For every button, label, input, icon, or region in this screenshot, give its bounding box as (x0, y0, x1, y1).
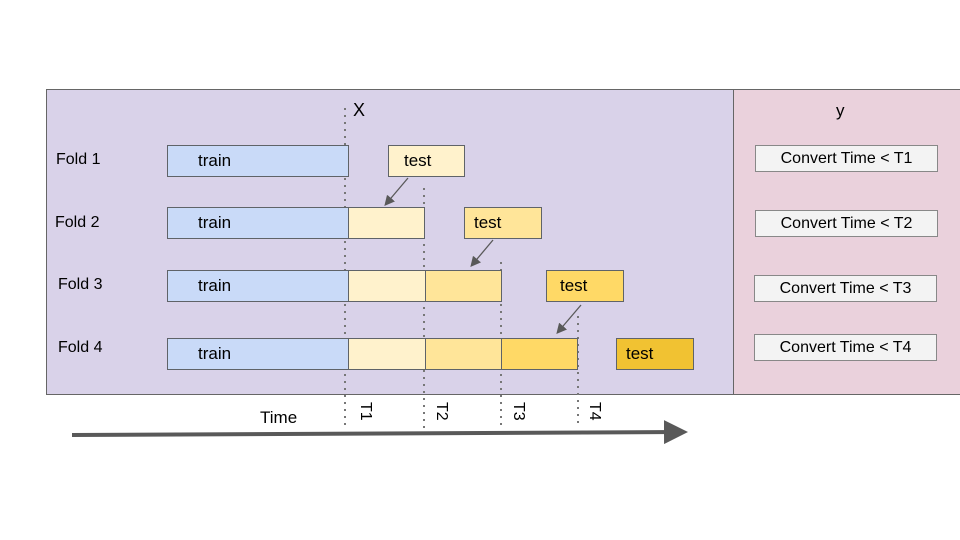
fold2-label: Fold 2 (55, 214, 100, 231)
fold3-test-bar: test (546, 270, 624, 302)
fold1-test-bar: test (388, 145, 465, 177)
fold2-test-arrow (470, 239, 494, 267)
time-axis-label: Time (260, 408, 298, 427)
fold1-train-label: train (198, 151, 232, 170)
fold2-train-bar: train (167, 207, 349, 239)
fold4-target-label: Convert Time < T4 (754, 334, 937, 361)
cutoff-t3-label: T3 (510, 402, 527, 421)
x-panel-label: X (353, 100, 366, 120)
fold2-segment-1 (348, 207, 425, 239)
fold4-train-label: train (198, 344, 232, 363)
fold3-train-bar: train (167, 270, 349, 302)
cutoff-t2-label: T2 (433, 402, 450, 421)
fold2-train-label: train (198, 213, 232, 232)
fold3-segment-2 (425, 270, 502, 302)
fold2-test-bar: test (464, 207, 542, 239)
fold2-target-label: Convert Time < T2 (755, 210, 938, 237)
time-axis-arrow (71, 420, 688, 445)
fold4-test-bar: test (616, 338, 694, 370)
fold3-target-label: Convert Time < T3 (754, 275, 937, 302)
fold1-target-label: Convert Time < T1 (755, 145, 938, 172)
cutoff-t4-label: T4 (586, 402, 603, 421)
fold1-test-arrow (384, 177, 409, 206)
fold3-label: Fold 3 (58, 276, 103, 293)
fold2-test-label: test (474, 213, 502, 232)
fold3-test-arrow (556, 304, 582, 334)
fold4-test-label: test (626, 344, 654, 363)
fold4-segment-1 (348, 338, 426, 370)
cutoff-t1-label: T1 (357, 402, 374, 421)
fold4-train-bar: train (167, 338, 349, 370)
fold3-train-label: train (198, 276, 232, 295)
fold1-label: Fold 1 (56, 151, 101, 168)
fold4-segment-2 (425, 338, 502, 370)
fold4-segment-3 (501, 338, 578, 370)
fold1-train-bar: train (167, 145, 349, 177)
fold4-label: Fold 4 (58, 339, 103, 356)
fold3-test-label: test (560, 276, 588, 295)
fold3-segment-1 (348, 270, 426, 302)
y-panel-label: y (836, 101, 845, 120)
fold1-test-label: test (404, 151, 432, 170)
